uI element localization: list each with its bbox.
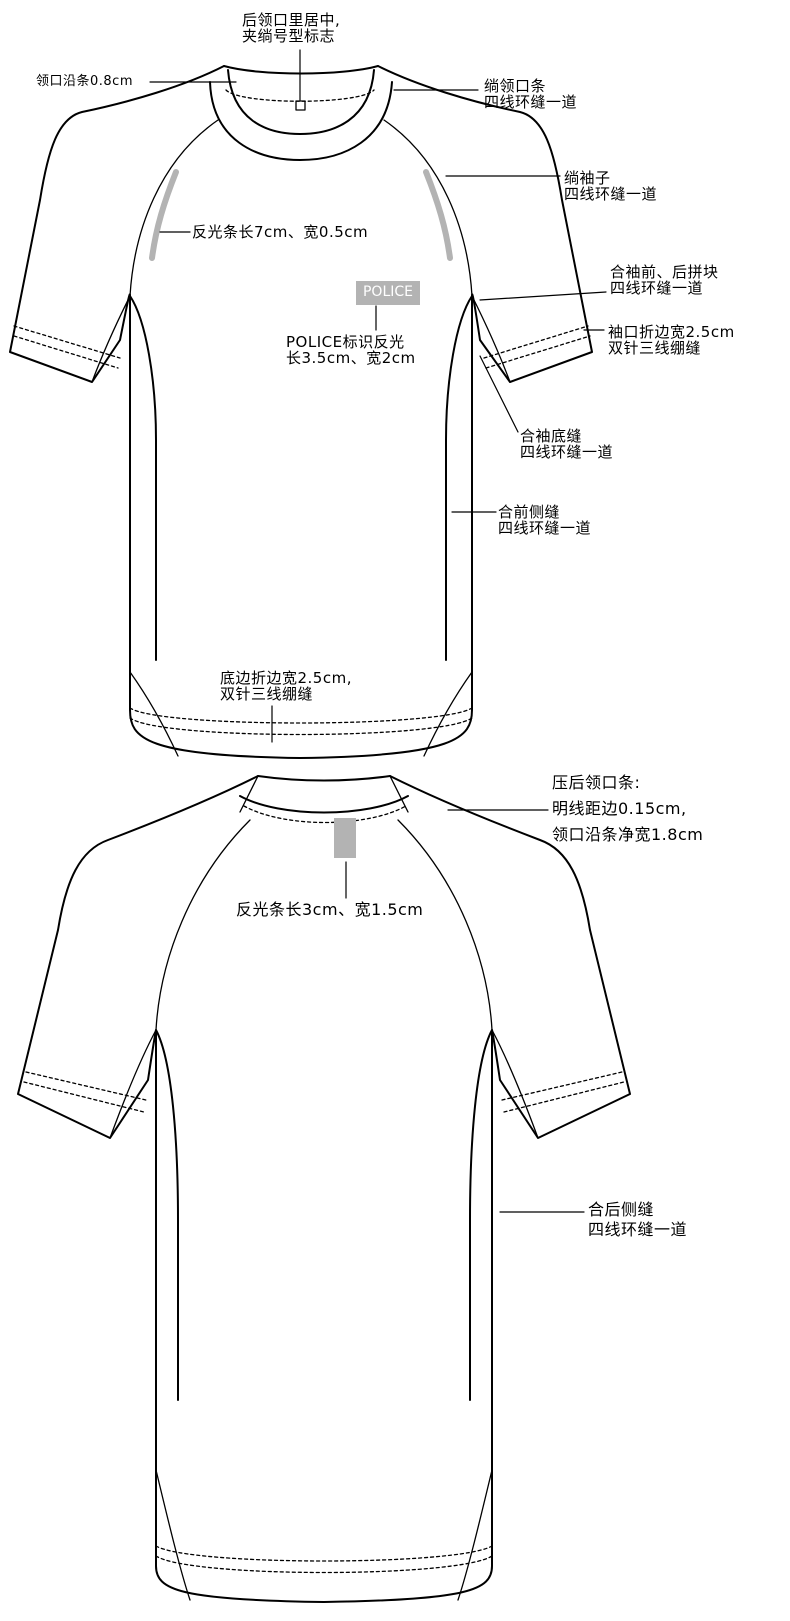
back-side-panel-right [469, 1029, 493, 1401]
front-reflective-strip-left [149, 169, 179, 261]
leader-lines [149, 49, 607, 1213]
front-hem-gusset-right [423, 671, 473, 757]
front-collar-outer [209, 81, 393, 161]
front-sleeve-panel-right [471, 295, 511, 383]
back-side-panel-left [155, 1029, 179, 1401]
label-line: 反光条长7cm、宽0.5cm [192, 223, 369, 241]
back-reflective-strip [334, 818, 356, 858]
label-line: 明线距边0.15cm, [552, 799, 687, 818]
back-raglan-seam-left [155, 819, 251, 1031]
label-line: 长3.5cm、宽2cm [286, 349, 416, 367]
label-front-side-seam: 合前侧缝 四线环缝一道 [498, 504, 591, 536]
front-side-panel-right [445, 295, 473, 661]
label-line: 袖口折边宽2.5cm [608, 323, 735, 341]
front-reflective-strip-right [423, 169, 453, 261]
back-hem-gusset-right [457, 1469, 493, 1601]
back-collar-topstitch [243, 805, 407, 824]
front-view [9, 65, 593, 759]
label-line: 四线环缝一道 [564, 185, 658, 203]
label-police-reflective: POLICE标识反光 长3.5cm、宽2cm [286, 334, 416, 366]
front-bottom-hem-stitch [129, 707, 473, 736]
label-attach-collar: 绱领口条 四线环缝一道 [484, 78, 577, 110]
label-line: 四线环缝一道 [498, 519, 592, 537]
label-collar-edge: 领口沿条0.8cm [36, 74, 133, 90]
back-sleeve-panel-right [491, 1029, 539, 1139]
back-raglan-seam-right [397, 819, 493, 1031]
front-hem-gusset-left [129, 671, 179, 757]
label-line: POLICE标识反光 [286, 333, 405, 351]
label-line: 绱领口条 [484, 77, 547, 95]
label-bottom-hem: 底边折边宽2.5cm, 双针三线绷缝 [220, 670, 352, 702]
label-line: 压后领口条: [552, 773, 641, 792]
label-line: 双针三线绷缝 [608, 339, 702, 357]
back-collar-side-right [389, 775, 409, 813]
front-raglan-seam-right [383, 119, 473, 297]
back-collar-side-left [239, 775, 259, 813]
front-collar-inner [227, 69, 375, 135]
label-reflective-strip-back: 反光条长3cm、宽1.5cm [236, 902, 423, 918]
back-view [17, 775, 631, 1603]
label-sleeve-underseam: 合袖底缝 四线环缝一道 [520, 428, 613, 460]
label-line: 合后侧缝 [588, 1200, 655, 1219]
back-body-outline [17, 775, 631, 1603]
police-badge-text: POLICE [362, 284, 413, 300]
back-bottom-hem-stitch [155, 1545, 493, 1574]
back-neckline [257, 775, 391, 782]
label-line: 绱袖子 [564, 169, 611, 187]
front-cuff-hem-right [483, 325, 591, 369]
label-line: 领口沿条0.8cm [36, 74, 133, 89]
label-back-side-seam: 合后侧缝 四线环缝一道 [588, 1200, 687, 1240]
label-line: 双针三线绷缝 [220, 685, 314, 703]
label-reflective-strip-front: 反光条长7cm、宽0.5cm [192, 224, 368, 240]
front-body-outline [9, 65, 593, 759]
leader-join-sleeve [479, 291, 607, 301]
label-attach-sleeve: 绱袖子 四线环缝一道 [564, 170, 657, 202]
front-neckline-back [223, 65, 379, 75]
label-line: 合袖底缝 [520, 427, 583, 445]
front-reflective-strips [149, 169, 453, 261]
label-join-sleeve-panels: 合袖前、后拼块 四线环缝一道 [610, 264, 719, 296]
label-line: 四线环缝一道 [588, 1220, 688, 1239]
label-back-neck-size-tag: 后领口里居中, 夹绱号型标志 [242, 12, 340, 44]
label-back-collar-topstitch: 压后领口条: 明线距边0.15cm, 领口沿条净宽1.8cm [552, 770, 703, 848]
police-badge: POLICE [356, 281, 420, 305]
label-line: 夹绱号型标志 [242, 27, 336, 45]
label-line: 合前侧缝 [498, 503, 561, 521]
back-hem-gusset-left [155, 1469, 191, 1601]
label-line: 四线环缝一道 [484, 93, 578, 111]
label-line: 反光条长3cm、宽1.5cm [236, 900, 424, 919]
label-line: 四线环缝一道 [610, 279, 704, 297]
label-cuff-hem: 袖口折边宽2.5cm 双针三线绷缝 [608, 324, 735, 356]
front-side-panel-left [129, 295, 157, 661]
back-collar-band [239, 795, 409, 814]
back-cuff-hem-right [501, 1071, 625, 1113]
front-cuff-hem-left [13, 325, 121, 369]
label-line: 合袖前、后拼块 [610, 263, 719, 281]
size-label-tag [295, 100, 306, 111]
label-line: 领口沿条净宽1.8cm [552, 825, 704, 844]
leader-sleeve-underseam [479, 355, 519, 433]
label-line: 四线环缝一道 [520, 443, 614, 461]
back-sleeve-panel-left [109, 1029, 157, 1139]
back-cuff-hem-left [23, 1071, 147, 1113]
front-sleeve-panel-left [91, 295, 131, 383]
front-raglan-seam-left [129, 119, 219, 297]
front-collar-edge-stitch [225, 89, 375, 102]
label-line: 底边折边宽2.5cm, [220, 669, 352, 687]
label-line: 后领口里居中, [242, 11, 341, 29]
